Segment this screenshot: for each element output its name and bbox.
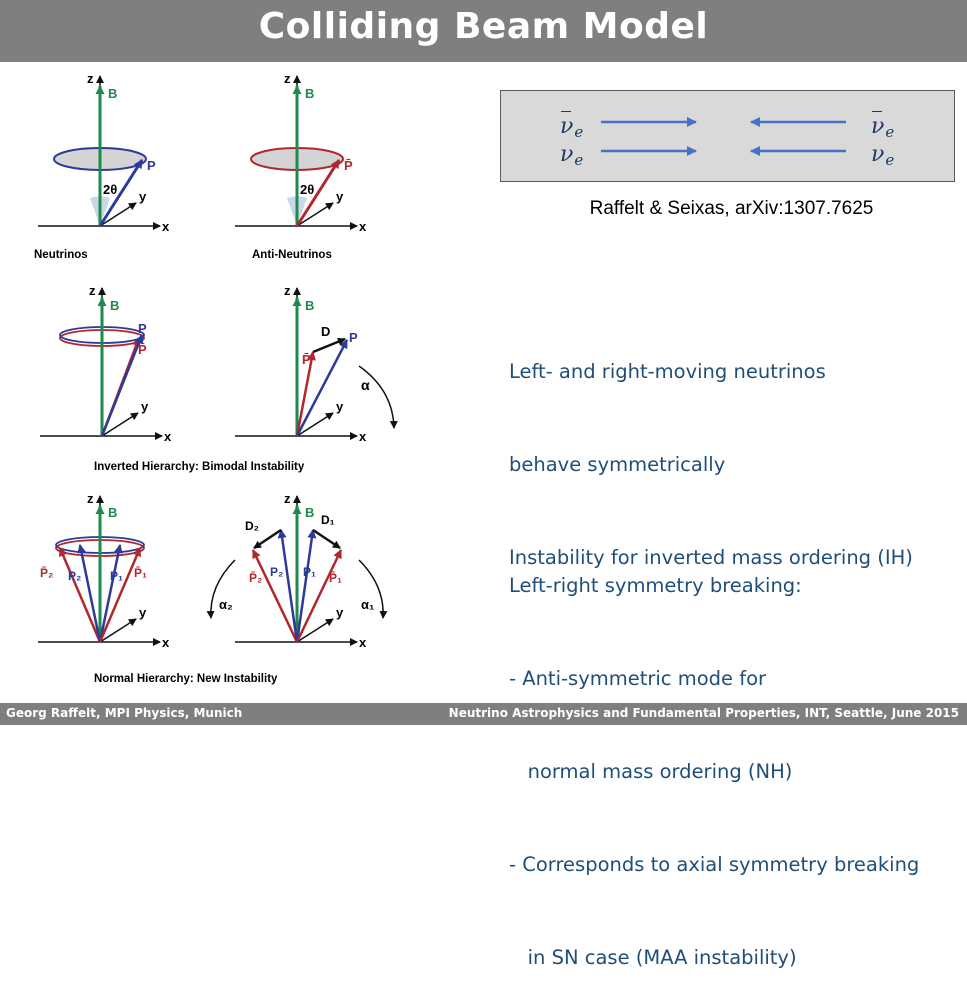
diagram-label: P̄₂ — [249, 571, 262, 585]
diagram-label: P — [138, 321, 147, 336]
text-block-symmetric: Left- and right-moving neutrinos behave … — [509, 294, 913, 604]
diagram-label: z — [87, 491, 94, 506]
diagram-label: D₂ — [245, 519, 259, 533]
text-line: in SN case (MAA instability) — [509, 946, 797, 969]
title-bar — [0, 0, 967, 62]
text-line: Left-right symmetry breaking: — [509, 574, 802, 597]
text-line: Left- and right-moving neutrinos — [509, 360, 826, 383]
caption-normal: Normal Hierarchy: New Instability — [94, 673, 278, 685]
antineutrino-right-label: νe — [871, 114, 895, 141]
diagram-label: y — [139, 189, 147, 204]
diagram-label: B — [305, 505, 314, 520]
neutrino-left-label: νe — [560, 142, 584, 169]
diagram-label: P̄ — [344, 158, 353, 173]
diagram-label: x — [359, 219, 367, 234]
diagram-label: y — [336, 399, 344, 414]
diagram-label: x — [164, 429, 172, 444]
slide-title: Colliding Beam Model — [258, 6, 709, 47]
text-line: - Anti-symmetric mode for — [509, 667, 767, 690]
diagram-label: y — [336, 189, 344, 204]
diagram-label: x — [359, 429, 367, 444]
diagram-label: P₁ — [110, 569, 123, 583]
diagram-label: α₂ — [219, 597, 233, 612]
diagram-label: 2θ — [103, 182, 117, 197]
colliding-beams-box: νe νe νe νe — [500, 90, 955, 182]
diagram-label: B — [108, 505, 117, 520]
diagram-label: x — [162, 219, 170, 234]
diagram-label: x — [359, 635, 367, 650]
diagram-label: P₁ — [303, 565, 316, 579]
diagram-label: B — [305, 298, 314, 313]
diagram-label: P̄₁ — [329, 571, 342, 585]
text-line: - Corresponds to axial symmetry breaking — [509, 853, 920, 876]
diagram-label: B — [110, 298, 119, 313]
diagram-label: z — [87, 71, 94, 86]
caption-inverted: Inverted Hierarchy: Bimodal Instability — [94, 461, 305, 473]
diagram-label: Anti-Neutrinos — [252, 249, 332, 261]
text-line: normal mass ordering (NH) — [509, 760, 793, 783]
panel-normal-symmetric: z x y B P̄₂ P₂ P₁ P̄₁ — [38, 491, 170, 650]
text-line: behave symmetrically — [509, 453, 726, 476]
diagram-label: Neutrinos — [34, 249, 88, 261]
footer-event: Neutrino Astrophysics and Fundamental Pr… — [448, 706, 959, 720]
footer-bar: Georg Raffelt, MPI Physics, Munich Neutr… — [0, 703, 967, 725]
diagram-label: P — [349, 330, 358, 345]
diagram-label: α₁ — [361, 597, 374, 612]
diagram-label: D — [321, 324, 330, 339]
diagram-label: P̄₁ — [134, 566, 147, 580]
text-line: Instability for inverted mass ordering (… — [509, 546, 913, 569]
diagram-label: y — [139, 605, 147, 620]
diagram-label: P̄ — [138, 342, 147, 357]
diagram-label: B — [305, 86, 314, 101]
diagram-label: D₁ — [321, 513, 335, 527]
diagram-label: z — [284, 71, 291, 86]
citation: Raffelt & Seixas, arXiv:1307.7625 — [589, 198, 874, 219]
diagram-label: y — [336, 605, 344, 620]
polarization-diagrams: z x y B P 2θ Neutrinos z x y B P̄ 2θ Ant… — [34, 71, 398, 685]
diagram-label: 2θ — [300, 182, 314, 197]
beam-arrows — [601, 117, 846, 156]
diagram-label: P₂ — [270, 565, 283, 579]
panel-inverted-precession: z x y B P P̄ — [40, 283, 172, 444]
panel-antineutrinos: z x y B P̄ 2θ Anti-Neutrinos — [235, 71, 367, 261]
diagram-label: B — [108, 86, 117, 101]
neutrino-right-label: νe — [871, 142, 895, 169]
panel-inverted-bimodal: z x y B D P P̄ α — [235, 283, 398, 444]
diagram-label: P₂ — [68, 569, 81, 583]
panel-normal-new-instability: z x y B D₂ D₁ P̄₂ P₂ P₁ P̄₁ α₂ α₁ — [206, 491, 388, 650]
diagram-label: P — [147, 158, 156, 173]
diagram-label: P̄₂ — [40, 566, 53, 580]
diagram-label: y — [141, 399, 149, 414]
footer-author: Georg Raffelt, MPI Physics, Munich — [6, 706, 243, 720]
diagram-label: z — [284, 283, 291, 298]
diagram-label: z — [89, 283, 96, 298]
diagram-label: α — [361, 377, 370, 393]
panel-neutrinos: z x y B P 2θ Neutrinos — [34, 71, 170, 261]
diagram-label: x — [162, 635, 170, 650]
diagram-label: P̄ — [302, 352, 311, 367]
text-block-symmetry-breaking: Left-right symmetry breaking: - Anti-sym… — [509, 508, 919, 1004]
antineutrino-left-label: νe — [560, 114, 584, 141]
diagram-label: z — [284, 491, 291, 506]
